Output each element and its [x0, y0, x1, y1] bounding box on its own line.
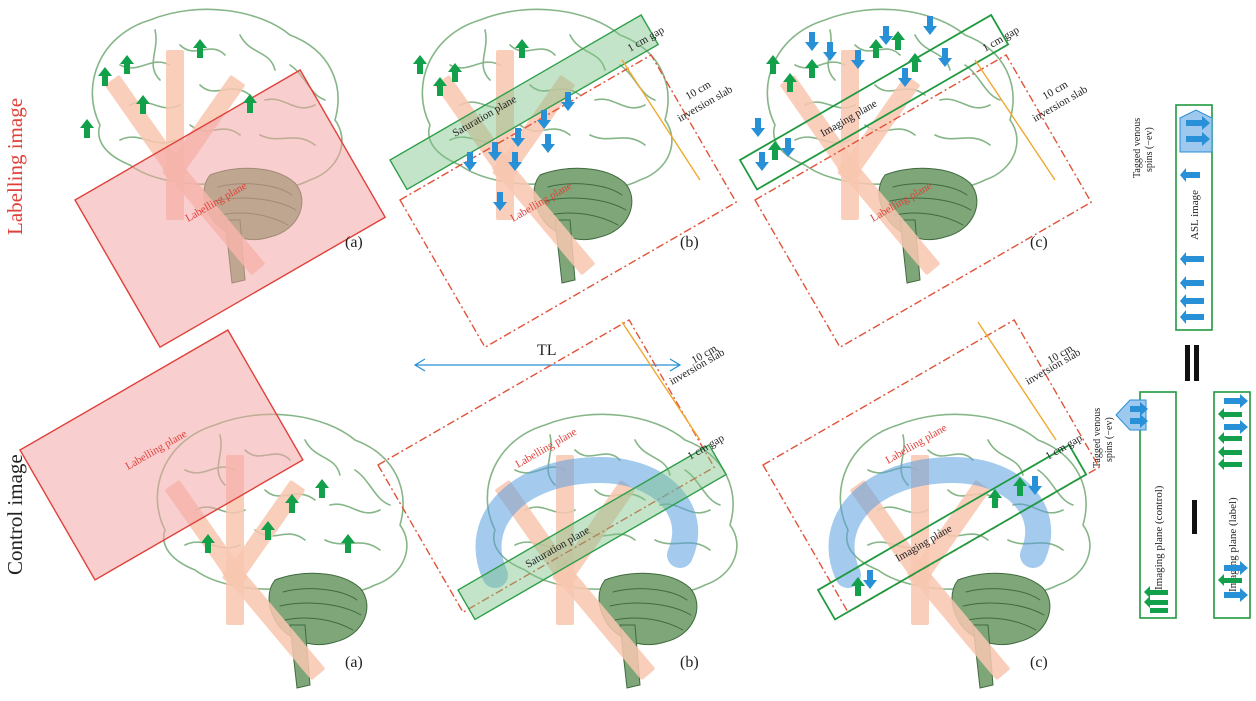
gap-label: 1 cm gap	[981, 24, 1022, 55]
legend-asl-equation: Tagged venous spins (−ev) ASL image Tagg…	[1092, 104, 1251, 619]
tl-label: TL	[537, 342, 557, 359]
slab-dimension-line	[621, 59, 701, 181]
panel-label-c-top: (c)	[1030, 234, 1048, 251]
tl-timing-arrow: TL	[413, 342, 682, 372]
tagged-venous-label-2: spins (−ev)	[1144, 127, 1155, 172]
panel-bottom-b: Saturation plane Labelling plane 10 cm i…	[377, 319, 738, 689]
inversion-slab-top-c	[754, 54, 1093, 349]
row-label-control: Control image	[3, 454, 27, 575]
row-label-labelling: Labelling image	[3, 98, 27, 235]
slab-dimension-line	[974, 59, 1056, 181]
inversion-slab-top-b	[399, 54, 738, 349]
panel-top-b: Saturation plane Labelling plane 1 cm ga…	[389, 8, 738, 349]
imaging-plane-bottom-c	[816, 443, 1088, 621]
minus-sign	[1192, 500, 1197, 534]
saturation-plane-bottom-b	[457, 444, 728, 621]
venous-flow-band-c	[828, 456, 1052, 588]
slab-dimension-line	[621, 321, 701, 441]
tagged-venous-label-1: Tagged venous	[1132, 118, 1143, 178]
panel-label-c-bottom: (c)	[1030, 654, 1048, 671]
slab-dimension-line	[977, 321, 1057, 441]
imaging-control-label: Imaging plane (control)	[1153, 485, 1165, 590]
labelling-plane-top-a	[74, 69, 387, 349]
panel-label-b-bottom: (b)	[680, 654, 699, 671]
panel-top-c: Imaging plane Labelling plane 1 cm gap 1…	[738, 8, 1093, 349]
tagged-venous-label-2b: spins (−ev)	[1104, 417, 1115, 462]
tagged-venous-spins-icon	[1179, 109, 1213, 153]
panel-bottom-c: Imaging plane Labelling plane 10 cm inve…	[762, 319, 1101, 689]
venous-flow-band-b	[475, 456, 699, 588]
panel-label-a-bottom: (a)	[345, 654, 363, 671]
saturation-plane-top-b	[389, 14, 660, 191]
imaging-label-box	[1213, 391, 1251, 619]
equals-sign	[1185, 345, 1190, 381]
panel-top-a: Labelling plane (a)	[74, 8, 387, 349]
asl-image-box	[1175, 104, 1213, 331]
panel-label-a-top: (a)	[345, 234, 363, 251]
asl-image-label: ASL image	[1189, 190, 1201, 240]
imaging-plane-top-c	[738, 13, 1010, 191]
labelling-plane-bottom-a	[19, 329, 304, 581]
inversion-slab-bottom-b	[377, 319, 716, 614]
panel-bottom-a: Labelling plane (a)	[19, 329, 408, 689]
gap-label: 1 cm gap	[1044, 432, 1085, 463]
imaging-control-box	[1139, 391, 1177, 619]
tagged-venous-label-1b: Tagged venous	[1092, 408, 1103, 468]
panel-label-b-top: (b)	[680, 234, 699, 251]
imaging-label-label: Imaging plane (label)	[1227, 497, 1239, 592]
